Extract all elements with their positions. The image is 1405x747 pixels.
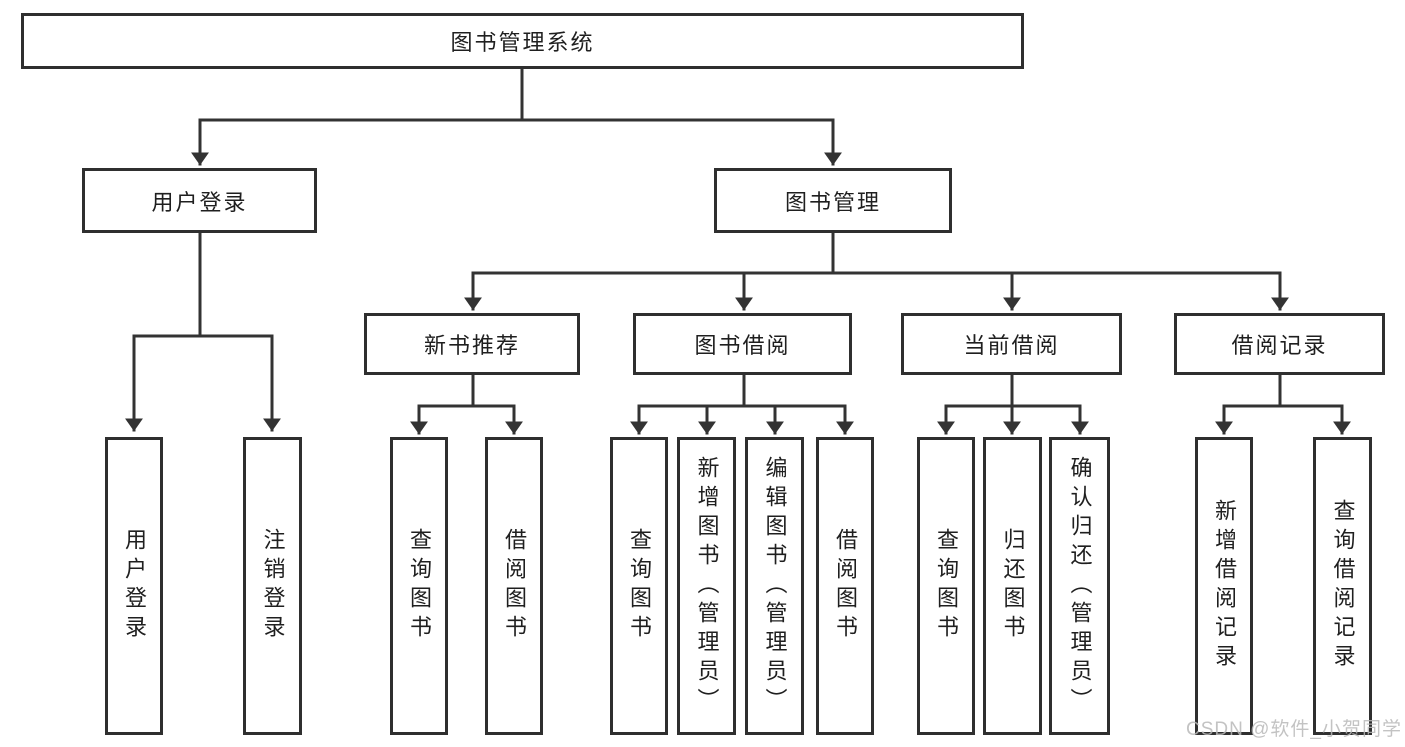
node-new-book-recommendation: 新书推荐 (364, 313, 580, 375)
leaf-user-login: 用户登录 (105, 437, 163, 735)
node-library-management-system: 图书管理系统 (21, 13, 1024, 69)
leaf-records-add-record: 新增借阅记录 (1195, 437, 1253, 735)
watermark: CSDN @软件_小贺同学 (1186, 719, 1402, 740)
leaf-logout: 注销登录 (243, 437, 302, 735)
node-label: 新书推荐 (423, 333, 520, 358)
node-book-borrowing: 图书借阅 (633, 313, 852, 375)
node-label: 编辑图书（管理员） (762, 455, 788, 717)
node-label: 当前借阅 (963, 333, 1060, 358)
leaf-borrow-borrow-books: 借阅图书 (816, 437, 874, 735)
leaf-newrec-borrow-books: 借阅图书 (485, 437, 543, 735)
leaf-borrow-edit-books-admin: 编辑图书（管理员） (745, 437, 804, 735)
node-label: 借阅记录 (1231, 333, 1328, 358)
node-label: 注销登录 (260, 528, 286, 644)
node-label: 查询图书 (407, 528, 432, 644)
node-label: 图书借阅 (694, 333, 791, 358)
node-label: 用户登录 (122, 528, 147, 644)
node-label: 用户登录 (151, 189, 248, 215)
node-label: 图书管理 (784, 189, 881, 215)
leaf-records-query-record: 查询借阅记录 (1313, 437, 1372, 735)
node-label: 图书管理系统 (450, 30, 595, 55)
leaf-newrec-query-books: 查询图书 (390, 437, 448, 735)
node-label: 借阅图书 (502, 528, 527, 644)
node-label: 借阅图书 (833, 528, 858, 644)
leaf-borrow-add-books-admin: 新增图书（管理员） (677, 437, 736, 735)
leaf-borrow-query-books: 查询图书 (610, 437, 668, 735)
node-label: 查询借阅记录 (1330, 499, 1356, 673)
node-user-login: 用户登录 (82, 168, 317, 233)
leaf-current-query-books: 查询图书 (917, 437, 975, 735)
node-borrowing-records: 借阅记录 (1174, 313, 1385, 375)
node-label: 查询图书 (627, 528, 652, 644)
node-label: 归还图书 (1000, 528, 1026, 644)
node-label: 新增借阅记录 (1212, 499, 1237, 673)
node-label: 查询图书 (934, 528, 959, 644)
node-label: 新增图书（管理员） (694, 455, 720, 717)
leaf-current-return-books: 归还图书 (983, 437, 1042, 735)
node-current-borrowing: 当前借阅 (901, 313, 1122, 375)
leaf-current-confirm-return-admin: 确认归还（管理员） (1049, 437, 1110, 735)
node-book-management: 图书管理 (714, 168, 952, 233)
node-label: 确认归还（管理员） (1067, 455, 1093, 717)
